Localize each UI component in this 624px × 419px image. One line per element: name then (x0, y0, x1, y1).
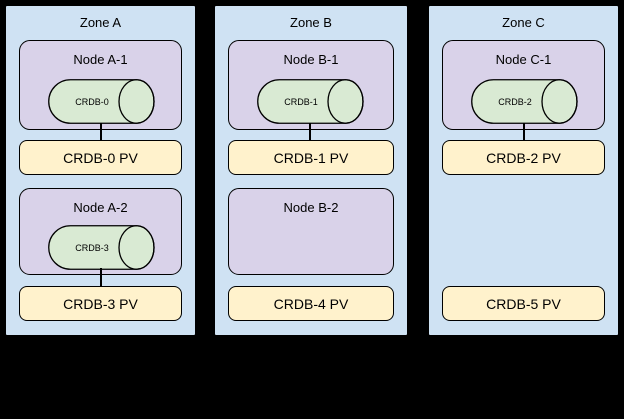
node-a2: Node A-2 CRDB-3 (19, 188, 182, 275)
crdb-2-label: CRDB-2 (498, 96, 532, 107)
crdb-0-cylinder: CRDB-0 (48, 79, 155, 124)
node-a1-label: Node A-1 (73, 52, 128, 67)
zone-b: Zone B Node B-1 CRDB-1 CRDB-1 PV Node B-… (213, 4, 409, 337)
zone-a-title: Zone A (79, 15, 122, 30)
connector-crdb3-to-pv (100, 268, 102, 286)
pv-crdb-1: CRDB-1 PV (228, 140, 394, 175)
pv-crdb-1-label: CRDB-1 PV (273, 149, 349, 166)
node-b1-label: Node B-1 (283, 52, 339, 67)
node-b2: Node B-2 (228, 188, 394, 275)
pv-crdb-2-label: CRDB-2 PV (486, 149, 561, 166)
pv-crdb-0-label: CRDB-0 PV (63, 149, 138, 166)
pv-crdb-2: CRDB-2 PV (442, 140, 605, 175)
pv-crdb-4-label: CRDB-4 PV (273, 295, 349, 312)
zone-c: Zone C Node C-1 CRDB-2 CRDB-2 PV CRDB-5 … (427, 4, 620, 337)
cylinder-icon (471, 79, 578, 124)
node-b1: Node B-1 CRDB-1 (228, 40, 394, 130)
zone-a: Zone A Node A-1 CRDB-0 CRDB-0 PV Node A-… (4, 4, 197, 337)
crdb-0-label: CRDB-0 (75, 96, 109, 107)
connector-crdb1-to-pv (309, 123, 311, 141)
cylinder-icon (48, 79, 155, 124)
pv-crdb-4: CRDB-4 PV (228, 286, 394, 321)
connector-crdb0-to-pv (100, 123, 102, 141)
crdb-1-label: CRDB-1 (284, 96, 318, 107)
pv-crdb-3-label: CRDB-3 PV (63, 295, 138, 312)
node-a2-label: Node A-2 (73, 200, 128, 215)
crdb-1-cylinder: CRDB-1 (257, 79, 364, 124)
crdb-3-label: CRDB-3 (75, 242, 109, 253)
pv-crdb-5-label: CRDB-5 PV (486, 295, 561, 312)
pv-crdb-3: CRDB-3 PV (19, 286, 182, 321)
zone-b-title: Zone B (290, 15, 332, 30)
crdb-2-cylinder: CRDB-2 (471, 79, 578, 124)
node-b2-label: Node B-2 (283, 200, 339, 215)
node-c1: Node C-1 CRDB-2 (442, 40, 605, 130)
connector-crdb2-to-pv (523, 123, 525, 141)
pv-crdb-5: CRDB-5 PV (442, 286, 605, 321)
cylinder-icon (257, 79, 364, 124)
zone-c-title: Zone C (502, 15, 545, 30)
node-a1: Node A-1 CRDB-0 (19, 40, 182, 130)
cylinder-icon (48, 225, 155, 270)
pv-crdb-0: CRDB-0 PV (19, 140, 182, 175)
node-c1-label: Node C-1 (495, 52, 552, 67)
crdb-3-cylinder: CRDB-3 (48, 225, 155, 270)
